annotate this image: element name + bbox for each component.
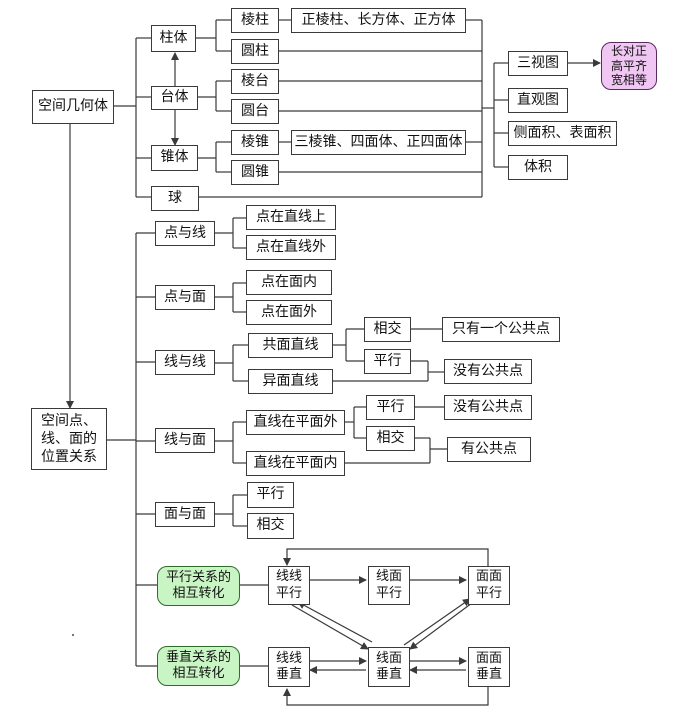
prism-examples-box: 正棱柱、长方体、正方体 [291, 8, 466, 33]
point-plane-box: 点与面 [155, 285, 215, 310]
three-views-rule-box: 长对正高平齐宽相等 [601, 42, 657, 90]
no-common-point-box-1: 没有公共点 [444, 359, 532, 384]
pyramid-box: 棱锥 [231, 130, 279, 155]
pp-parallel-transform-box: 面面平行 [468, 566, 510, 605]
perpendicular-transform-box: 垂直关系的相互转化 [157, 646, 240, 686]
stray-dot [72, 634, 74, 636]
has-common-point-box: 有公共点 [447, 437, 531, 462]
frustum-family-box: 台体 [151, 86, 198, 110]
ll-intersect-box: 相交 [364, 317, 411, 342]
one-common-point-box: 只有一个公共点 [442, 317, 560, 342]
line-outside-plane-box: 直线在平面外 [246, 410, 345, 435]
line-line-box: 线与线 [155, 350, 215, 375]
coplanar-lines-box: 共面直线 [248, 333, 333, 358]
pp-parallel-box: 平行 [247, 482, 294, 508]
skew-lines-box: 异面直线 [248, 369, 333, 394]
ll-perp-box: 线线垂直 [268, 647, 310, 687]
lp-parallel-transform-box: 线面平行 [368, 566, 410, 605]
cylinder-box: 圆柱 [231, 39, 279, 64]
spatial-solids-box: 空间几何体 [32, 90, 114, 124]
line-in-plane-box: 直线在平面内 [246, 451, 345, 476]
pp-intersect-box: 相交 [247, 513, 294, 539]
lp-parallel-box: 平行 [366, 395, 415, 420]
position-relations-box: 空间点、线、面的位置关系 [31, 408, 107, 470]
point-in-plane-box: 点在面内 [246, 270, 332, 295]
lp-intersect-box: 相交 [366, 426, 415, 451]
frustum-cone-box: 圆台 [231, 99, 279, 124]
pyramid-family-box: 锥体 [151, 145, 198, 171]
direct-view-box: 直观图 [508, 88, 568, 113]
pyramid-examples-box: 三棱锥、四面体、正四面体 [291, 130, 466, 155]
ll-parallel-transform-box: 线线平行 [268, 566, 310, 605]
cone-box: 圆锥 [231, 160, 279, 185]
frustum-prism-box: 棱台 [231, 69, 279, 94]
lp-perp-box: 线面垂直 [368, 647, 410, 687]
parallel-transform-box: 平行关系的相互转化 [157, 566, 240, 606]
plane-plane-box: 面与面 [155, 502, 215, 527]
line-plane-box: 线与面 [155, 428, 215, 453]
point-off-plane-box: 点在面外 [246, 300, 332, 325]
volume-box: 体积 [508, 155, 568, 180]
surface-area-box: 侧面积、表面积 [508, 121, 617, 146]
three-views-box: 三视图 [508, 51, 568, 76]
ll-parallel-box: 平行 [364, 349, 411, 374]
point-line-box: 点与线 [155, 221, 215, 246]
sphere-box: 球 [151, 186, 199, 211]
point-on-line-box: 点在直线上 [246, 205, 336, 230]
no-common-point-box-2: 没有公共点 [444, 395, 532, 420]
prism-family-box: 柱体 [151, 25, 196, 52]
pp-perp-box: 面面垂直 [468, 647, 510, 687]
point-off-line-box: 点在直线外 [246, 235, 336, 260]
prism-box: 棱柱 [231, 8, 279, 33]
